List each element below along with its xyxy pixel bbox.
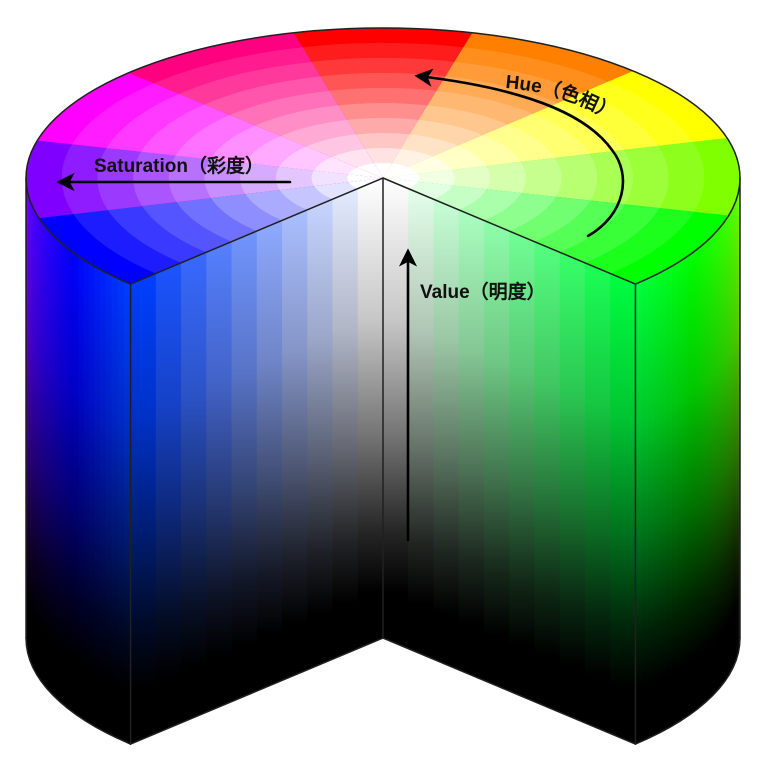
side-strip [122, 280, 131, 745]
top-face-segment [363, 147, 403, 178]
top-face-segment [383, 163, 409, 178]
bottom-right-rim-outline [634, 637, 741, 745]
side-strip [653, 272, 661, 737]
cut-face-strip [408, 188, 435, 660]
cut-face-strip [331, 188, 358, 660]
top-face-segment [348, 178, 383, 189]
side-strip [52, 234, 57, 700]
side-strip [104, 271, 112, 736]
side-strip [42, 223, 47, 689]
side-strip [72, 252, 79, 717]
side-strip [695, 246, 702, 711]
wedge-cut-faces [130, 178, 636, 745]
cut-face-strip [584, 262, 612, 734]
side-strip [48, 230, 54, 696]
side-strip [724, 216, 728, 682]
cut-face-strip [230, 231, 257, 703]
top-face-segment [383, 167, 418, 178]
cut-face-strip [130, 273, 156, 745]
side-strip [737, 189, 739, 655]
cut-face-strip [281, 209, 308, 681]
side-strip [30, 200, 32, 666]
cut-face-strip [559, 252, 586, 724]
side-strip [116, 277, 125, 742]
side-strip [92, 265, 100, 730]
hue-saturation-top-face [25, 28, 741, 285]
side-strip [82, 258, 89, 723]
side-strip [704, 239, 710, 704]
side-strip [721, 220, 726, 686]
side-strip [110, 274, 118, 739]
cut-face-strip [383, 178, 410, 650]
hue-arrow [414, 68, 625, 238]
side-strip [675, 259, 683, 724]
cut-face-strip [458, 209, 485, 681]
side-strip [664, 266, 672, 731]
cut-face-strip [180, 252, 207, 724]
side-strip [59, 241, 65, 707]
side-strip [718, 224, 723, 689]
side-strip [87, 262, 95, 727]
top-face-segment [383, 169, 455, 187]
side-strip [727, 213, 731, 678]
side-strip [735, 197, 737, 663]
bottom-left-rim-outline [25, 637, 132, 745]
cut-face-strip [255, 220, 283, 692]
top-face-segment [348, 167, 383, 178]
side-strip [646, 275, 655, 740]
side-strip [640, 278, 649, 742]
top-face-segment [357, 163, 383, 178]
side-strip [28, 196, 31, 662]
side-strip [635, 281, 642, 745]
cylinder-outline [25, 27, 741, 745]
side-strip [681, 256, 688, 721]
side-strip [26, 188, 28, 654]
side-strip [77, 255, 84, 720]
side-strip [715, 228, 720, 693]
arrows [56, 68, 625, 542]
side-strip [659, 269, 667, 734]
side-strip [670, 262, 678, 727]
top-face-segment [347, 173, 383, 183]
cut-face-strip [205, 241, 232, 713]
cut-face-strip [509, 231, 536, 703]
side-strip [729, 209, 733, 674]
cut-face-strip [154, 262, 182, 734]
side-strip [37, 215, 41, 681]
cut-face-strip [433, 199, 460, 671]
cylinder-side-surface [26, 178, 740, 745]
saturation-label: Saturation（彩度） [94, 154, 264, 177]
side-strip [31, 204, 34, 670]
side-strip [27, 192, 30, 658]
side-strip [736, 193, 739, 659]
cut-face-strip [306, 199, 333, 671]
side-strip [63, 245, 70, 710]
side-strip [45, 227, 50, 692]
side-strip [55, 238, 61, 703]
side-strip [711, 231, 717, 697]
side-strip [98, 268, 106, 733]
side-strip [33, 208, 36, 674]
side-strip [731, 205, 735, 671]
cut-face-strip [356, 178, 383, 650]
top-face-segment [383, 178, 418, 189]
side-strip [686, 253, 693, 718]
top-face-segment [373, 163, 393, 178]
top-face-segment [383, 173, 419, 183]
side-strip [733, 201, 736, 667]
side-strip [40, 219, 44, 685]
side-strip [700, 242, 706, 707]
side-strip [35, 212, 39, 677]
value-label: Value（明度） [420, 280, 546, 303]
cut-face-strip [483, 220, 511, 692]
side-strip [691, 249, 697, 714]
cut-face-strip [610, 273, 636, 745]
side-strip [68, 248, 74, 713]
side-strip [708, 235, 713, 700]
cut-face-strip [534, 241, 561, 713]
